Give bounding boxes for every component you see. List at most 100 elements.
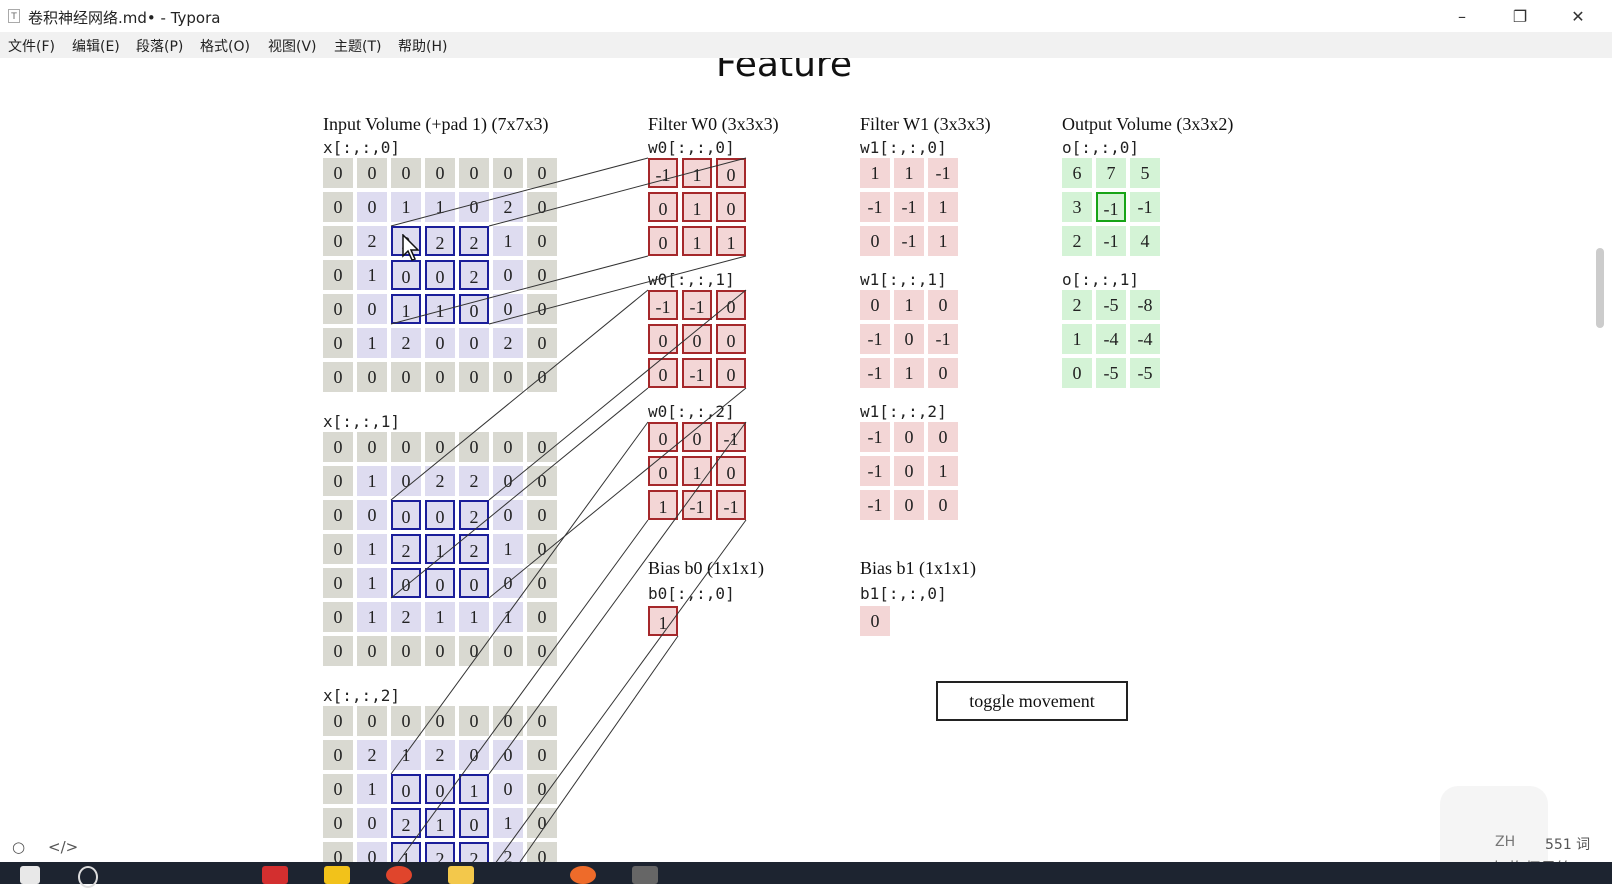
w1-2-cell-r1-c1: 0 bbox=[894, 456, 924, 486]
minimize-button[interactable]: – bbox=[1458, 7, 1466, 26]
input-0-cell-r2-c6: 0 bbox=[527, 226, 557, 256]
out-0-cell-r2-c1: -1 bbox=[1096, 226, 1126, 256]
input-1-cell-r3-c3: 1 bbox=[425, 534, 455, 564]
output-label-0: o[:,:,0] bbox=[1062, 138, 1140, 157]
input-1-cell-r2-c6: 0 bbox=[527, 500, 557, 530]
input-2-cell-r3-c4: 0 bbox=[459, 808, 489, 838]
input-2-cell-r0-c3: 0 bbox=[425, 706, 455, 736]
input-0-cell-r2-c0: 0 bbox=[323, 226, 353, 256]
w0-1-cell-r0-c2: 0 bbox=[716, 290, 746, 320]
menu-theme[interactable]: 主题(T) bbox=[334, 39, 382, 55]
menu-view[interactable]: 视图(V) bbox=[268, 39, 317, 55]
window-title: 卷积神经网络.md• - Typora bbox=[28, 9, 221, 27]
input-1-cell-r4-c4: 0 bbox=[459, 568, 489, 598]
out-0-cell-r0-c0: 6 bbox=[1062, 158, 1092, 188]
input-0-cell-r6-c6: 0 bbox=[527, 362, 557, 392]
input-1-cell-r2-c3: 0 bbox=[425, 500, 455, 530]
input-1-cell-r0-c4: 0 bbox=[459, 432, 489, 462]
input-2-cell-r2-c0: 0 bbox=[323, 774, 353, 804]
connection-lines bbox=[390, 157, 747, 862]
w0-2-cell-r1-c0: 0 bbox=[648, 456, 678, 486]
input-1-cell-r0-c3: 0 bbox=[425, 432, 455, 462]
input-0-cell-r5-c2: 2 bbox=[391, 328, 421, 358]
input-1-cell-r3-c1: 1 bbox=[357, 534, 387, 564]
input-2-cell-r0-c4: 0 bbox=[459, 706, 489, 736]
file-explorer-icon[interactable] bbox=[448, 866, 474, 884]
out-1-cell-r1-c0: 1 bbox=[1062, 324, 1092, 354]
menu-edit[interactable]: 编辑(E) bbox=[72, 39, 120, 55]
w1-1-cell-r2-c0: -1 bbox=[860, 358, 890, 388]
typora-taskbar-icon[interactable] bbox=[632, 866, 658, 884]
out-0-cell-r2-c0: 2 bbox=[1062, 226, 1092, 256]
input-2-cell-r1-c1: 2 bbox=[357, 740, 387, 770]
w1-0-cell-r0-c2: -1 bbox=[928, 158, 958, 188]
start-icon[interactable] bbox=[20, 866, 40, 884]
search-icon[interactable] bbox=[78, 866, 98, 888]
vertical-scrollbar[interactable] bbox=[1596, 248, 1604, 328]
bias-b1-label: b1[:,:,0] bbox=[860, 584, 947, 603]
menu-file[interactable]: 文件(F) bbox=[8, 39, 55, 55]
input-0-cell-r2-c4: 2 bbox=[459, 226, 489, 256]
input-0-cell-r3-c5: 0 bbox=[493, 260, 523, 290]
chrome-icon[interactable] bbox=[386, 866, 412, 884]
input-0-cell-r6-c1: 0 bbox=[357, 362, 387, 392]
input-2-cell-r4-c5: 2 bbox=[493, 842, 523, 862]
input-2-cell-r1-c0: 0 bbox=[323, 740, 353, 770]
toggle-movement-button[interactable]: toggle movement bbox=[936, 681, 1128, 721]
w0-label-1: w0[:,:,1] bbox=[648, 270, 735, 289]
w0-0-cell-r0-c0: -1 bbox=[648, 158, 678, 188]
taskbar-app-2-icon[interactable] bbox=[324, 866, 350, 884]
input-0-cell-r5-c6: 0 bbox=[527, 328, 557, 358]
input-2-cell-r1-c2: 1 bbox=[391, 740, 421, 770]
out-1-cell-r2-c2: -5 bbox=[1130, 358, 1160, 388]
bias-b1-title: Bias b1 (1x1x1) bbox=[860, 558, 976, 578]
input-0-cell-r3-c2: 0 bbox=[391, 260, 421, 290]
input-1-cell-r4-c0: 0 bbox=[323, 568, 353, 598]
input-0-cell-r1-c2: 1 bbox=[391, 192, 421, 222]
input-1-cell-r1-c6: 0 bbox=[527, 466, 557, 496]
input-2-cell-r2-c1: 1 bbox=[357, 774, 387, 804]
close-button[interactable]: ✕ bbox=[1571, 7, 1585, 26]
w0-2-cell-r2-c0: 1 bbox=[648, 490, 678, 520]
w0-1-cell-r1-c0: 0 bbox=[648, 324, 678, 354]
w1-0-cell-r1-c1: -1 bbox=[894, 192, 924, 222]
taskbar-app-3-icon[interactable] bbox=[570, 866, 596, 884]
menu-format[interactable]: 格式(O) bbox=[200, 39, 250, 55]
input-1-cell-r4-c2: 0 bbox=[391, 568, 421, 598]
input-2-cell-r4-c3: 2 bbox=[425, 842, 455, 862]
typora-app-icon: T bbox=[8, 9, 20, 23]
w0-1-cell-r1-c2: 0 bbox=[716, 324, 746, 354]
taskbar-app-1-icon[interactable] bbox=[262, 866, 288, 884]
menu-bar: 文件(F) 编辑(E) 段落(P) 格式(O) 视图(V) 主题(T) 帮助(H… bbox=[0, 32, 1612, 58]
input-1-cell-r1-c2: 0 bbox=[391, 466, 421, 496]
out-1-cell-r2-c0: 0 bbox=[1062, 358, 1092, 388]
input-0-cell-r4-c6: 0 bbox=[527, 294, 557, 324]
w0-0-cell-r1-c2: 0 bbox=[716, 192, 746, 222]
w0-0-cell-r0-c1: 1 bbox=[682, 158, 712, 188]
input-1-cell-r5-c4: 1 bbox=[459, 602, 489, 632]
input-2-cell-r2-c3: 0 bbox=[425, 774, 455, 804]
input-0-cell-r0-c0: 0 bbox=[323, 158, 353, 188]
input-2-cell-r3-c3: 1 bbox=[425, 808, 455, 838]
menu-paragraph[interactable]: 段落(P) bbox=[136, 39, 184, 55]
bias-b1-cell: 0 bbox=[860, 606, 890, 636]
menu-help[interactable]: 帮助(H) bbox=[398, 39, 448, 55]
input-2-cell-r3-c1: 0 bbox=[357, 808, 387, 838]
input-1-cell-r0-c6: 0 bbox=[527, 432, 557, 462]
input-0-cell-r0-c2: 0 bbox=[391, 158, 421, 188]
outline-toggle-icon[interactable]: ○ bbox=[12, 838, 26, 856]
source-code-mode-icon[interactable]: </> bbox=[48, 838, 79, 856]
restore-button[interactable]: ❐ bbox=[1512, 7, 1528, 26]
input-1-cell-r6-c0: 0 bbox=[323, 636, 353, 666]
bias-b0-cell: 1 bbox=[648, 606, 678, 636]
input-2-cell-r0-c6: 0 bbox=[527, 706, 557, 736]
input-1-cell-r2-c5: 0 bbox=[493, 500, 523, 530]
input-1-cell-r4-c1: 1 bbox=[357, 568, 387, 598]
input-2-cell-r0-c5: 0 bbox=[493, 706, 523, 736]
w1-0-cell-r2-c1: -1 bbox=[894, 226, 924, 256]
w0-1-cell-r1-c1: 0 bbox=[682, 324, 712, 354]
w0-1-cell-r2-c0: 0 bbox=[648, 358, 678, 388]
input-0-cell-r4-c3: 1 bbox=[425, 294, 455, 324]
input-1-cell-r4-c3: 0 bbox=[425, 568, 455, 598]
input-2-cell-r4-c1: 0 bbox=[357, 842, 387, 862]
